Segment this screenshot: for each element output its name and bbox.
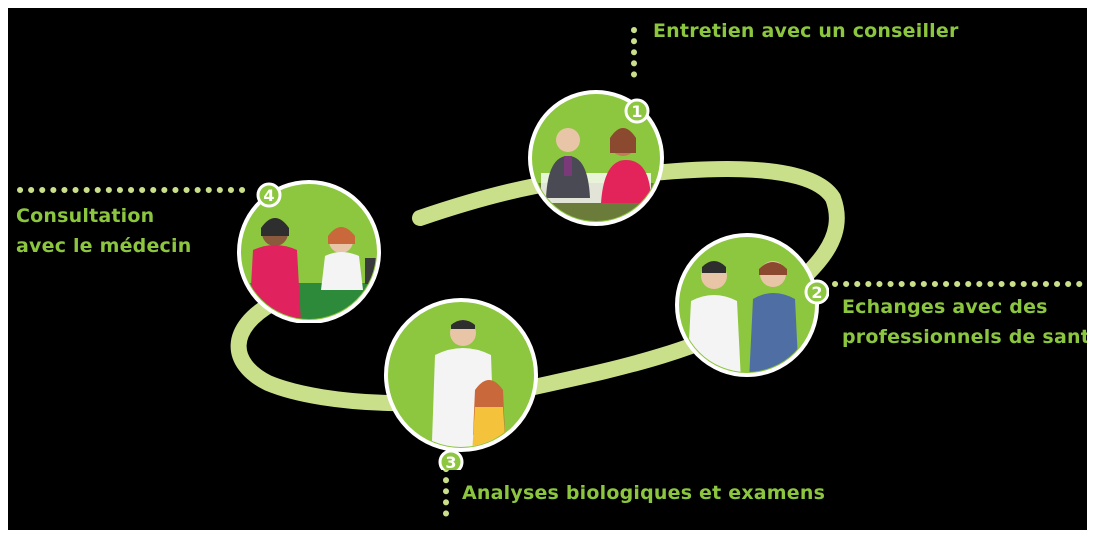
care-pathway-diagram: 1 Entretien avec un conseiller 2 Echange… <box>8 8 1087 530</box>
step-3-number: 3 <box>445 453 456 470</box>
step-1-number: 1 <box>631 102 642 121</box>
connector-dots <box>17 27 1086 525</box>
step-1-label: Entretien avec un conseiller <box>653 16 959 46</box>
step-1-label-line-1: Entretien avec un conseiller <box>653 20 959 42</box>
step-1-circle: 1 <box>528 90 664 226</box>
step-3-number-badge <box>438 449 464 470</box>
step-2-number-badge <box>804 279 829 305</box>
step-2-circle: 2 <box>675 233 829 377</box>
step-2-label-line-1: Echanges avec des <box>842 296 1048 318</box>
step-3-label-line-1: Analyses biologiques et examens <box>462 482 826 504</box>
step-1-number-badge <box>624 98 650 124</box>
step-4-label: Consultation avec le médecin <box>16 201 191 261</box>
step-4-number: 4 <box>263 186 274 205</box>
step-4-label-line-1: Consultation <box>16 205 155 227</box>
step-4-number-badge <box>256 182 282 208</box>
medical-exam-illustration <box>431 320 507 447</box>
step-2-label: Echanges avec des professionnels de sant… <box>842 292 1087 352</box>
step-3-circle: 3 <box>384 298 538 470</box>
step-4-label-line-2: avec le médecin <box>16 235 192 257</box>
step-3-label: Analyses biologiques et examens <box>462 478 825 508</box>
step-2-number: 2 <box>811 283 822 302</box>
step-2-label-line-2: professionnels de santé <box>842 326 1087 348</box>
step-4-circle: 4 <box>237 180 381 323</box>
